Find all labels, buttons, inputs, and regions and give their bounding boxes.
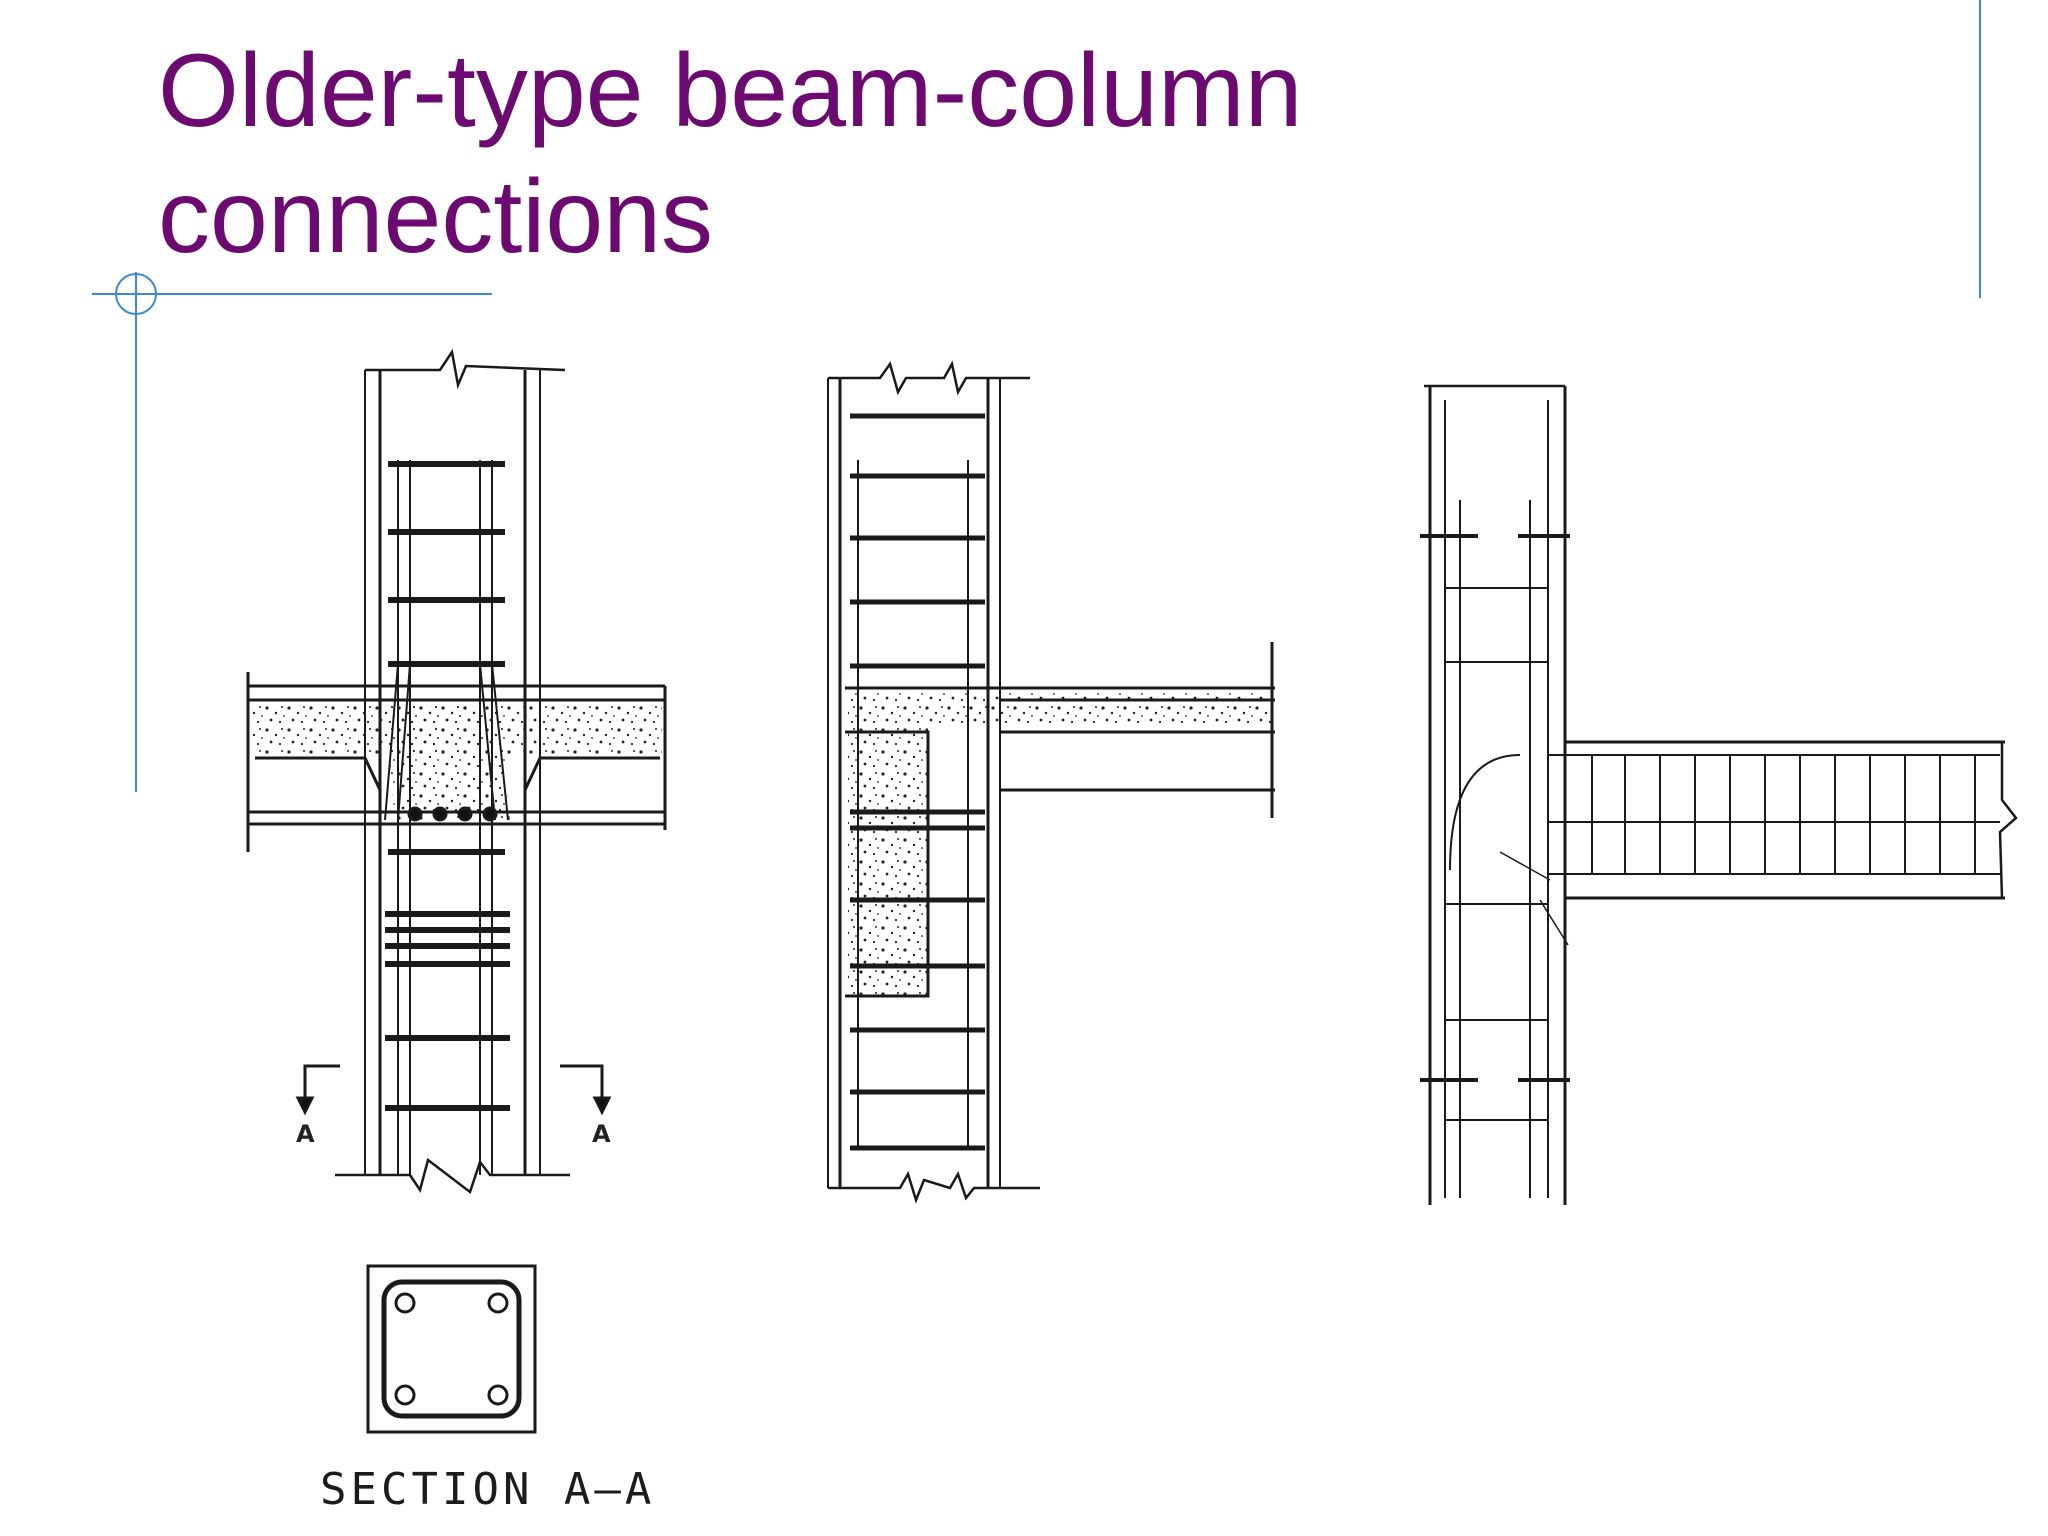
title-line-2: connections bbox=[158, 159, 714, 275]
section-cut-label-right: A bbox=[592, 1120, 611, 1148]
crosshair-circle bbox=[115, 273, 157, 315]
section-a-a-drawing bbox=[366, 1264, 537, 1434]
title-line-1: Older-type beam-column bbox=[158, 33, 1303, 149]
interior-joint-drawing bbox=[246, 348, 667, 1195]
section-a-a-label: SECTION A–A bbox=[320, 1464, 656, 1515]
exterior-joint-drawing bbox=[827, 360, 1275, 1204]
slide-title: Older-type beam-column connections bbox=[158, 28, 1458, 280]
section-cut-label-left: A bbox=[296, 1120, 315, 1148]
knee-joint-drawing bbox=[1420, 384, 2018, 1205]
